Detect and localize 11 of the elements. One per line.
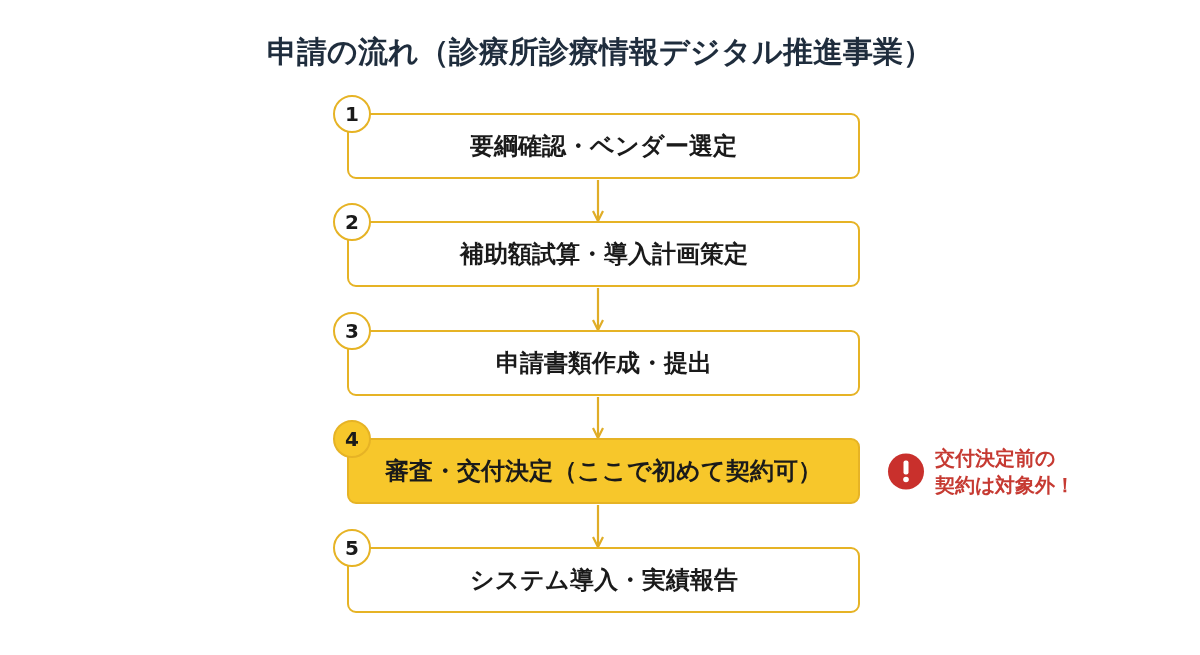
- arrow: [591, 397, 605, 440]
- step-number: 1: [333, 95, 371, 133]
- title: 申請の流れ（診療所診療情報デジタル推進事業）: [266, 33, 934, 71]
- step-number: 5: [333, 529, 371, 567]
- step-number: 2: [333, 203, 371, 241]
- warning-note: 交付決定前の契約は対象外！: [935, 444, 1075, 499]
- arrow: [591, 288, 605, 332]
- step-number: 3: [333, 312, 371, 350]
- arrow: [591, 505, 605, 549]
- arrow: [591, 180, 605, 223]
- step-number: 4: [333, 420, 371, 458]
